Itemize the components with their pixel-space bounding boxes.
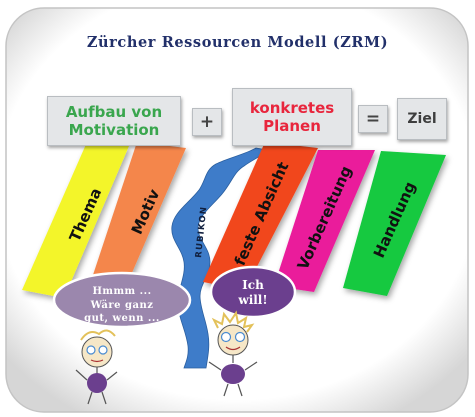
stripe-feste-absicht: [203, 142, 318, 290]
stripe-thema: [22, 142, 129, 298]
thinking-figure: [75, 329, 118, 405]
stripe-motiv: [88, 142, 186, 296]
equals-box: =: [358, 105, 388, 133]
will-bubble-text: Ich will!: [238, 278, 268, 307]
thinking-bubble-text: Hmmm ... Wäre ganz gut, wenn ...: [84, 286, 160, 324]
stripes-group: [22, 142, 446, 298]
planen-label: konkretes Planen: [249, 99, 335, 135]
planen-box: konkretes Planen: [232, 88, 352, 146]
stripe-handlung: [343, 151, 446, 296]
stripe-vorbereitung: [274, 150, 375, 292]
thinking-bubble: [52, 271, 192, 329]
will-bubble: [209, 265, 297, 319]
plus-box: +: [192, 108, 222, 136]
plus-sign: +: [199, 112, 215, 132]
ziel-label: Ziel: [407, 111, 437, 127]
rubikon-river: [171, 147, 269, 369]
equals-sign: =: [365, 109, 381, 129]
will-figure: [208, 310, 258, 397]
ziel-box: Ziel: [397, 98, 447, 140]
diagram-title: Zürcher Ressourcen Modell (ZRM): [86, 34, 389, 51]
motivation-box: Aufbau von Motivation: [47, 96, 181, 146]
motivation-label: Aufbau von Motivation: [65, 103, 163, 139]
